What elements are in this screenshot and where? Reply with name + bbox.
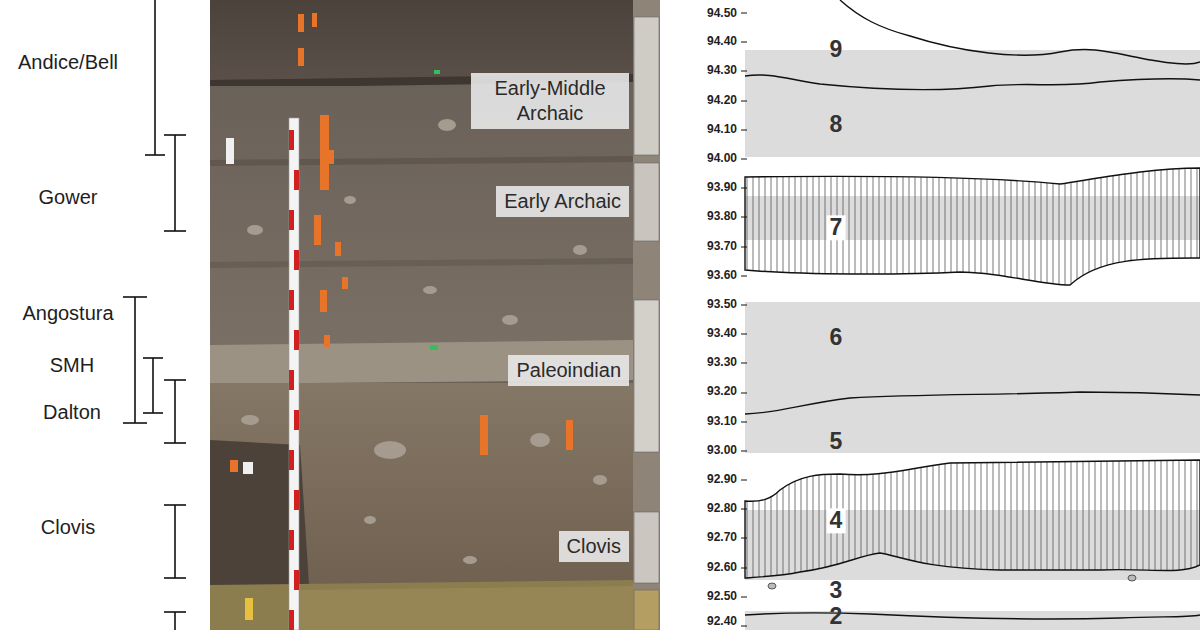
photo-label-text: Clovis — [567, 534, 621, 559]
elevation-tick: 93.40 — [707, 327, 737, 340]
photo-label-box: Early-Middle Archaic — [471, 73, 629, 129]
profile-photo — [210, 0, 660, 630]
elevation-tick: 94.20 — [707, 94, 737, 107]
layer-number: 9 — [830, 37, 843, 62]
elevation-tick: 93.30 — [707, 357, 737, 370]
age-brackets — [123, 0, 186, 630]
layer-number: 2 — [830, 604, 843, 629]
elevation-tick: 92.40 — [707, 615, 737, 628]
elevation-tick: 92.70 — [707, 532, 737, 545]
elevation-tick: 94.40 — [707, 36, 737, 49]
point-type-label: Clovis — [41, 516, 95, 538]
elevation-tick: 94.30 — [707, 65, 737, 78]
elevation-tick: 92.90 — [707, 473, 737, 486]
elevation-tick: 93.90 — [707, 182, 737, 195]
elevation-tick: 94.50 — [707, 7, 737, 20]
photo-label-box: Early Archaic — [496, 186, 629, 217]
layer-number: 3 — [830, 578, 843, 603]
layer-number: 6 — [830, 325, 843, 350]
layer-number: 8 — [830, 112, 843, 137]
layer-number: 7 — [827, 215, 846, 240]
measuring-rod — [289, 118, 299, 630]
elevation-tick: 92.50 — [707, 590, 737, 603]
elevation-tick: 93.10 — [707, 415, 737, 428]
elevation-tick: 94.00 — [707, 152, 737, 165]
layer-number: 5 — [830, 429, 843, 454]
elevation-tick: 94.10 — [707, 123, 737, 136]
elevation-tick: 93.60 — [707, 269, 737, 282]
elevation-tick: 93.00 — [707, 444, 737, 457]
photo-label-box: Clovis — [559, 531, 629, 562]
point-type-label: Andice/Bell — [18, 51, 118, 73]
point-type-label: Angostura — [22, 302, 113, 324]
photo-label-box: Paleoindian — [508, 355, 629, 386]
elevation-tick: 93.70 — [707, 240, 737, 253]
elevation-tick: 92.60 — [707, 561, 737, 574]
strata-column — [741, 0, 1200, 630]
photo-label-text: Paleoindian — [516, 358, 621, 383]
elevation-tick: 93.20 — [707, 386, 737, 399]
point-type-label: SMH — [50, 354, 94, 376]
photo-label-text: Early Archaic — [504, 189, 621, 214]
elevation-tick: 93.50 — [707, 298, 737, 311]
photo-label-text: Early-Middle Archaic — [479, 76, 621, 126]
layer-number: 4 — [827, 508, 846, 533]
point-type-label: Gower — [39, 186, 98, 208]
elevation-tick: 92.80 — [707, 503, 737, 516]
point-type-label: Dalton — [43, 401, 101, 423]
elevation-tick: 93.80 — [707, 211, 737, 224]
